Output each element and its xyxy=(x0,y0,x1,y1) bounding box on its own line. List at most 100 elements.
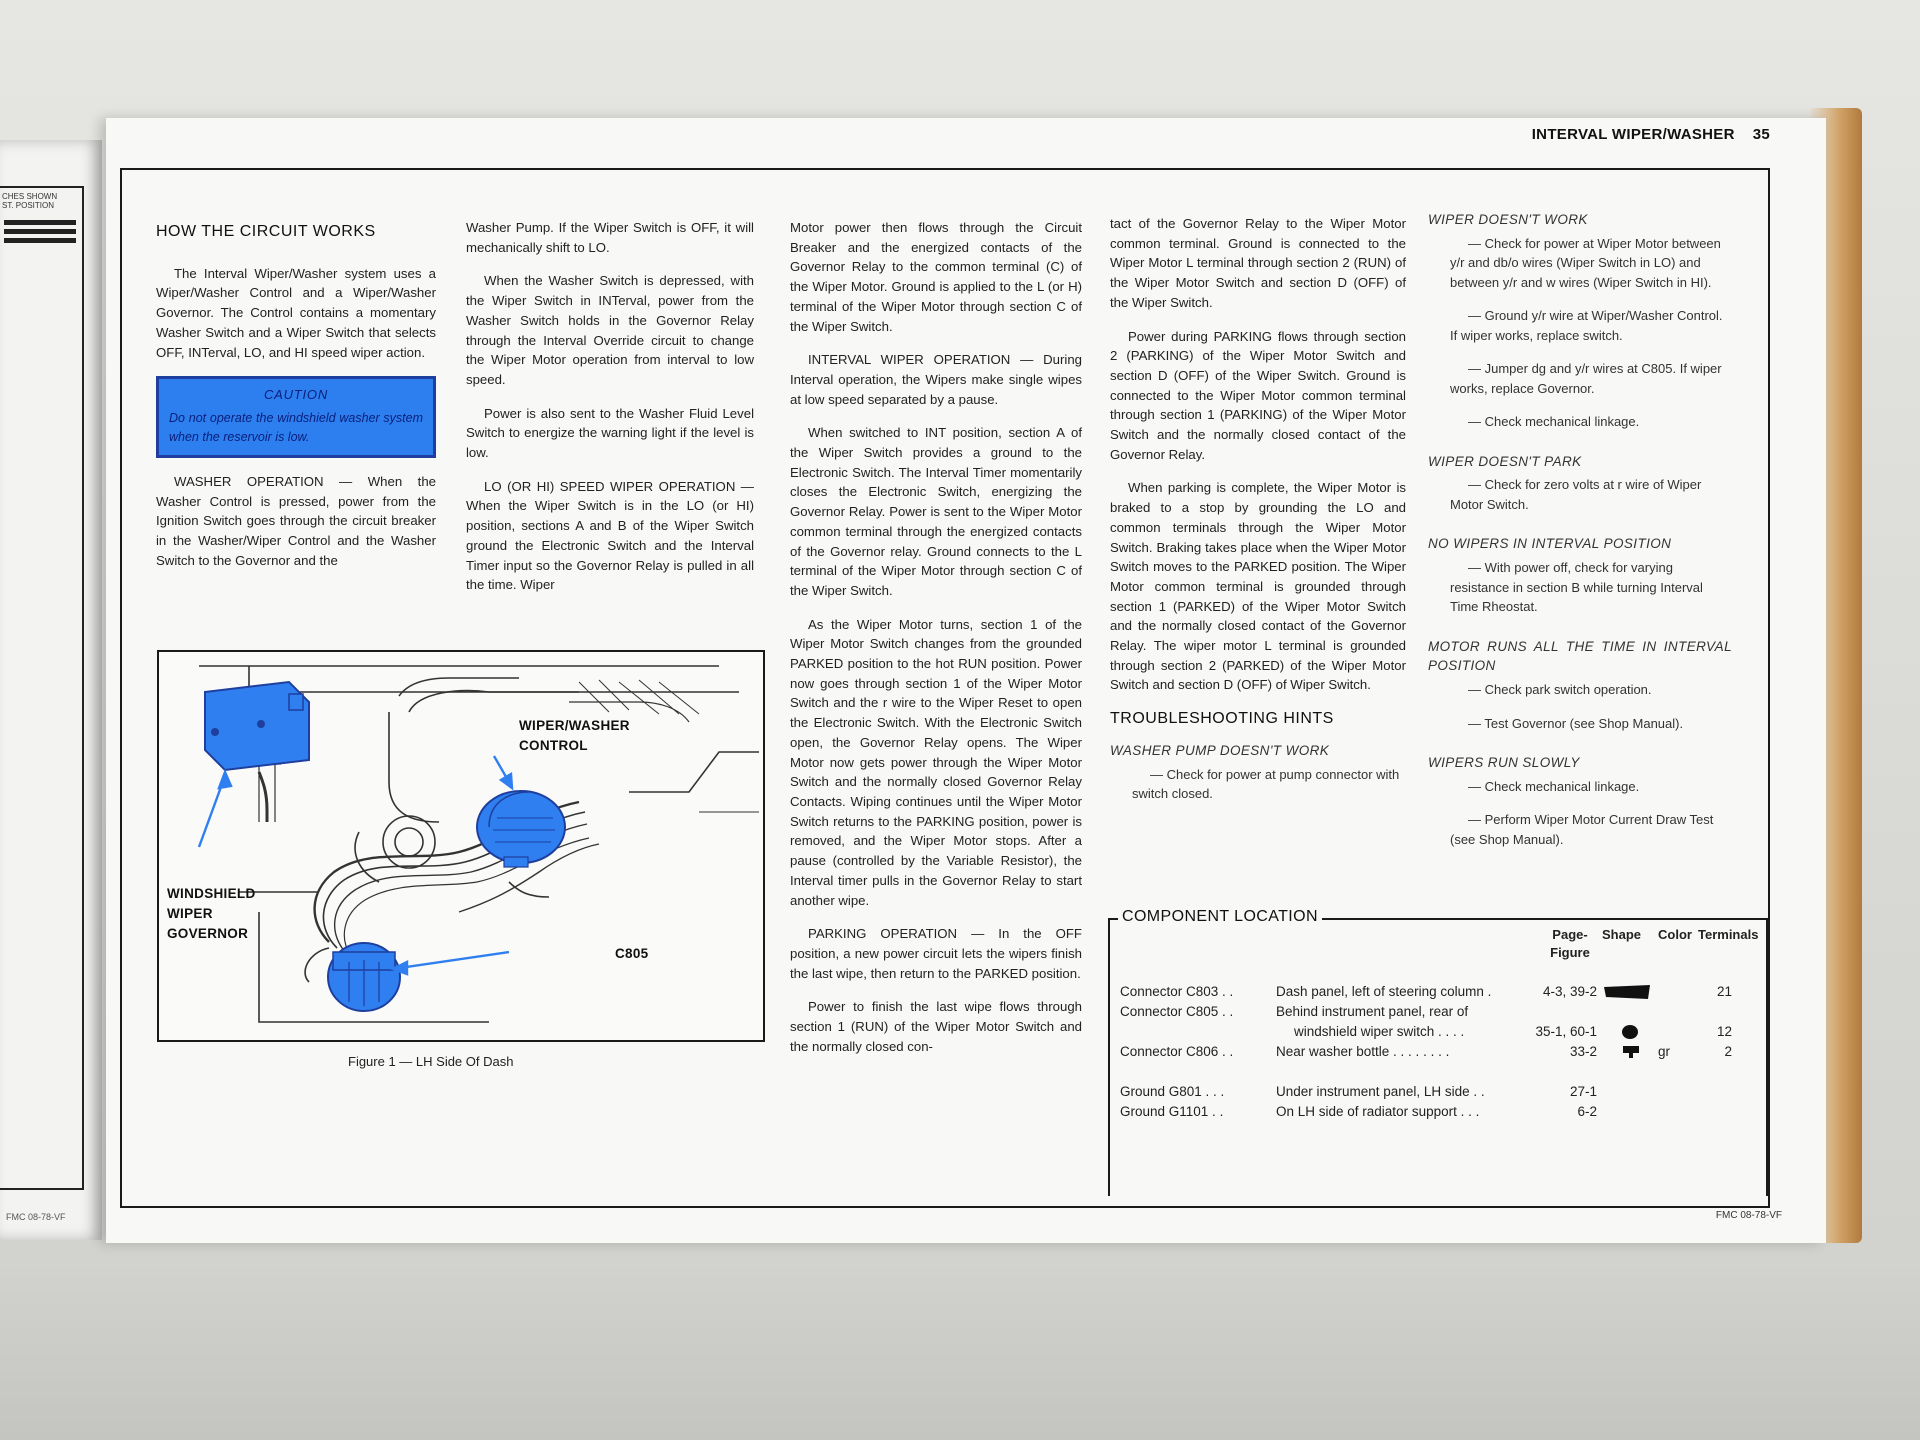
hint-title: WIPER DOESN'T WORK xyxy=(1428,212,1588,227)
paragraph: When the Washer Switch is depressed, wit… xyxy=(466,273,754,387)
hint-item: — Check park switch operation. xyxy=(1468,682,1652,698)
cell-terminals: 12 xyxy=(1716,1024,1732,1039)
paragraph: As the Wiper Motor turns, section 1 of t… xyxy=(790,616,1082,908)
column-header-page-figure: Page-Figure xyxy=(1550,927,1590,960)
manual-page: INTERVAL WIPER/WASHER 35 FMC 08-78-VF HOW… xyxy=(106,118,1826,1243)
cell-name: Ground G801 . . . xyxy=(1120,1084,1225,1099)
cell-color: gr xyxy=(1658,1044,1671,1059)
hint-group: WIPER DOESN'T PARK — Check for zero volt… xyxy=(1428,452,1732,515)
hint-title: WIPER DOESN'T PARK xyxy=(1428,453,1582,469)
hint-title: MOTOR RUNS ALL THE TIME IN INTERVAL POSI… xyxy=(1428,638,1732,674)
paragraph: LO (OR HI) SPEED WIPER OPERATION — When … xyxy=(466,478,754,593)
column-1: HOW THE CIRCUIT WORKS The Interval Wiper… xyxy=(156,222,436,584)
component-location-table: COMPONENT LOCATION Page-Figure Shape Col… xyxy=(1108,908,1768,1198)
hint-title: WASHER PUMP DOESN'T WORK xyxy=(1110,742,1330,758)
hint-item: — With power off, check for varying resi… xyxy=(1450,560,1703,615)
cell-terminals: 21 xyxy=(1716,984,1732,999)
section-heading-how-circuit-works: HOW THE CIRCUIT WORKS xyxy=(156,223,376,240)
figure-label-control: WIPER/WASHER CONTROL xyxy=(519,718,630,753)
paragraph: INTERVAL WIPER OPERATION — During Interv… xyxy=(790,352,1082,407)
cell-name: Connector C806 . . xyxy=(1120,1044,1234,1059)
cell-location: On LH side of radiator support . . . xyxy=(1276,1104,1480,1119)
cell-location: Behind instrument panel, rear of xyxy=(1276,1004,1469,1019)
cell-location: Under instrument panel, LH side . . xyxy=(1276,1084,1485,1099)
paragraph: When parking is complete, the Wiper Moto… xyxy=(1110,480,1406,693)
cell-page-figure: 4-3, 39-2 xyxy=(1542,984,1597,999)
page-header: INTERVAL WIPER/WASHER 35 xyxy=(1532,126,1770,143)
previous-page-snippet: CHES SHOWN ST. POSITION xyxy=(2,192,78,210)
cell-name: Connector C803 . . xyxy=(1120,984,1234,999)
column-4: tact of the Governor Relay to the Wiper … xyxy=(1110,214,1406,818)
hint-item: — Check for power at pump connector with… xyxy=(1132,766,1400,802)
column-header-terminals: Terminals xyxy=(1698,927,1759,942)
section-heading-troubleshooting: TROUBLESHOOTING HINTS xyxy=(1110,710,1334,728)
page-title: INTERVAL WIPER/WASHER xyxy=(1531,126,1735,143)
cell-location: Near washer bottle . . . . . . . . xyxy=(1276,1044,1450,1059)
hint-group: WIPERS RUN SLOWLY — Check mechanical lin… xyxy=(1428,753,1732,849)
cell-page-figure: 35-1, 60-1 xyxy=(1535,1024,1597,1039)
hint-title: NO WIPERS IN INTERVAL POSITION xyxy=(1428,536,1672,552)
column-3: Motor power then flows through the Circu… xyxy=(790,218,1082,1070)
connector-shape-icon xyxy=(1623,1046,1639,1058)
page-frame xyxy=(120,168,1770,1208)
figure-caption: Figure 1 — LH Side Of Dash xyxy=(348,1054,514,1069)
caution-title: CAUTION xyxy=(263,387,329,403)
hint-group: WIPER DOESN'T WORK — Check for power at … xyxy=(1428,210,1732,432)
paragraph: tact of the Governor Relay to the Wiper … xyxy=(1110,216,1406,310)
paragraph: Power to finish the last wipe flows thro… xyxy=(790,999,1082,1054)
previous-page-footer-code: FMC 08-78-VF xyxy=(6,1212,66,1222)
hint-group: MOTOR RUNS ALL THE TIME IN INTERVAL POSI… xyxy=(1428,637,1732,733)
component-table-frame xyxy=(1108,918,1768,1196)
hint-item: — Perform Wiper Motor Current Draw Test … xyxy=(1450,812,1714,847)
page-number: 35 xyxy=(1752,126,1770,143)
caution-body: Do not operate the windshield washer sys… xyxy=(169,410,423,444)
wiper-governor-shape xyxy=(204,680,310,772)
table-surface xyxy=(0,1260,1920,1440)
previous-page-line-1: CHES SHOWN xyxy=(2,192,58,201)
paragraph: PARKING OPERATION — In the OFF position,… xyxy=(790,926,1082,981)
cell-location-continued: windshield wiper switch . . . . xyxy=(1294,1024,1465,1039)
column-header-shape: Shape xyxy=(1602,927,1642,942)
figure-label-governor: WINDSHIELD WIPER GOVERNOR xyxy=(167,886,256,941)
column-header-color: Color xyxy=(1658,927,1692,942)
connector-shape-icon xyxy=(1622,1025,1638,1039)
paragraph: When switched to INT position, section A… xyxy=(790,425,1082,598)
hint-item: — Check for zero volts at r wire of Wipe… xyxy=(1450,477,1702,512)
page-footer-code: FMC 08-78-VF xyxy=(1715,1210,1782,1221)
hint-item: — Jumper dg and y/r wires at C805. If wi… xyxy=(1450,361,1722,396)
cell-name: Connector C805 . . xyxy=(1120,1004,1234,1019)
cell-page-figure: 27-1 xyxy=(1569,1084,1597,1099)
wiper-washer-control-shape xyxy=(476,790,566,868)
hint-item: — Check mechanical linkage. xyxy=(1468,414,1640,430)
figure-illustration xyxy=(197,665,759,1023)
cell-location: Dash panel, left of steering column . xyxy=(1276,984,1492,999)
column-5: WIPER DOESN'T WORK — Check for power at … xyxy=(1428,210,1732,869)
paragraph: The Interval Wiper/Washer system uses a … xyxy=(156,265,436,360)
c805-connector-shape xyxy=(327,942,401,1012)
hint-item: — Check for power at Wiper Motor between… xyxy=(1450,235,1721,290)
paragraph: Power during PARKING flows through secti… xyxy=(1110,328,1406,462)
hint-title: WIPERS RUN SLOWLY xyxy=(1428,755,1580,771)
cell-name: Ground G1101 . . xyxy=(1120,1104,1224,1119)
paragraph: Washer Pump. If the Wiper Switch is OFF,… xyxy=(466,220,754,255)
cell-page-figure: 33-2 xyxy=(1569,1044,1597,1059)
cell-page-figure: 6-2 xyxy=(1577,1104,1597,1119)
paragraph: Power is also sent to the Washer Fluid L… xyxy=(466,405,754,461)
previous-page-frame xyxy=(0,186,84,1190)
hint-group: NO WIPERS IN INTERVAL POSITION — With po… xyxy=(1428,534,1732,616)
previous-page-switch-graphic xyxy=(4,220,76,248)
hint-item: — Ground y/r wire at Wiper/Washer Contro… xyxy=(1450,308,1723,343)
cell-terminals: 2 xyxy=(1724,1044,1732,1059)
paragraph: WASHER OPERATION — When the Washer Contr… xyxy=(156,473,436,568)
figure-label-c805: C805 xyxy=(615,946,649,961)
connector-shape-icon xyxy=(1604,985,1650,999)
column-2: Washer Pump. If the Wiper Switch is OFF,… xyxy=(466,218,754,609)
component-table-title: COMPONENT LOCATION xyxy=(1118,908,1322,926)
previous-page: CHES SHOWN ST. POSITION FMC 08-78-VF xyxy=(0,140,102,1240)
hint-item: — Test Governor (see Shop Manual). xyxy=(1468,715,1684,731)
paragraph: Motor power then flows through the Circu… xyxy=(790,220,1082,334)
hint-item: — Check mechanical linkage. xyxy=(1468,778,1640,794)
previous-page-line-2: ST. POSITION xyxy=(2,201,55,210)
caution-box: CAUTION Do not operate the windshield wa… xyxy=(156,376,436,458)
figure-lh-side-of-dash: WIPER/WASHER CONTROL WINDSHIELD WIPER GO… xyxy=(157,650,765,1042)
